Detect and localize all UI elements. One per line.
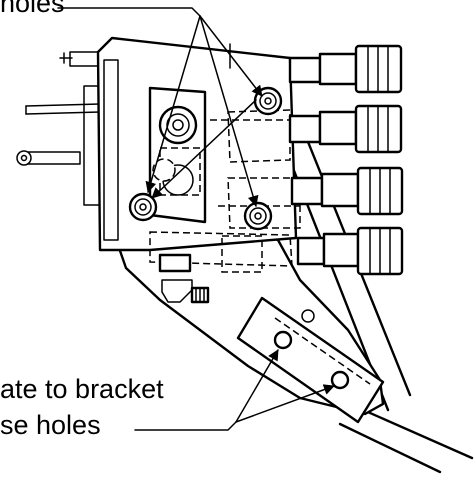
spool-cartridge-3	[290, 166, 404, 216]
callout-label-bracket-line2: se holes	[0, 410, 101, 440]
spool-cartridge-2	[288, 104, 403, 154]
callout-label-bracket-line1: ate to bracket	[0, 374, 164, 404]
spool-cartridge-1	[288, 44, 403, 94]
bolt-hole-upper-left	[152, 158, 176, 182]
top-callout-leaders	[57, 7, 263, 207]
spool-ends-left	[16, 51, 106, 206]
spool-cartridges	[288, 44, 404, 276]
callout-label-holes: holes	[0, 0, 65, 18]
bolt-head-lower-right	[243, 201, 273, 231]
bracket-hole-upper	[273, 330, 293, 350]
bracket-hole-lower	[330, 370, 350, 390]
bolt-head-lower-left	[128, 192, 158, 222]
spool-cartridge-4	[296, 226, 404, 276]
plate-small-hole	[301, 309, 315, 323]
valve-body	[96, 36, 301, 273]
valve-mounting-bolts	[128, 86, 283, 231]
hose-fitting	[158, 253, 210, 304]
bracket-strip	[236, 296, 385, 424]
bottom-callout-leaders	[134, 349, 335, 431]
